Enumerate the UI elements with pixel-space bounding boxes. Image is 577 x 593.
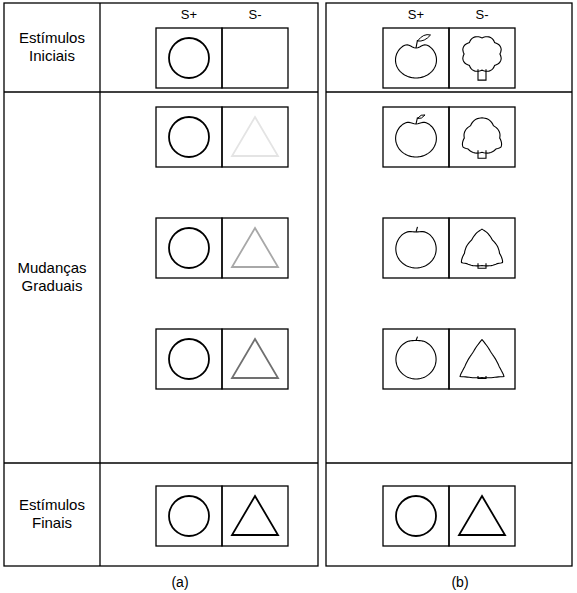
apple-outline xyxy=(396,45,437,78)
stimulus-cell xyxy=(222,28,288,88)
row-header: Estímulos Iniciais xyxy=(7,29,97,65)
stimulus-cell xyxy=(156,218,222,278)
triangle-stimulus xyxy=(232,117,278,156)
stimulus-cell xyxy=(449,28,515,88)
tree-crown xyxy=(461,229,502,266)
column-header: S- xyxy=(462,7,502,23)
row-header: Estímulos Finais xyxy=(7,496,97,532)
row-divider xyxy=(4,462,318,463)
triangle-stimulus xyxy=(232,496,278,535)
panel-caption: (a) xyxy=(160,574,200,591)
stimulus-cell xyxy=(383,218,449,278)
apple-stem xyxy=(416,337,418,341)
tree-crown xyxy=(462,118,501,153)
stimulus-cell xyxy=(449,329,515,389)
tree-trunk xyxy=(478,150,486,158)
column-header: S+ xyxy=(169,7,209,23)
row-divider xyxy=(326,91,572,92)
triangle-stimulus xyxy=(459,496,505,535)
tree-trunk xyxy=(478,263,486,268)
stimulus-cell xyxy=(222,107,288,167)
panel-caption: (b) xyxy=(440,574,480,591)
apple-leaf xyxy=(418,35,431,42)
stimulus-cell xyxy=(449,107,515,167)
row-header: Mudanças Graduais xyxy=(7,259,97,295)
apple-leaf xyxy=(418,115,426,119)
stimulus-cell xyxy=(156,107,222,167)
column-header: S+ xyxy=(396,7,436,23)
stimulus-cells xyxy=(156,28,515,546)
stimulus-cell xyxy=(449,486,515,546)
stimulus-cell xyxy=(222,486,288,546)
tree-crown xyxy=(460,340,504,378)
apple-outline xyxy=(396,232,436,268)
stimulus-cell xyxy=(383,107,449,167)
tree-crown xyxy=(463,37,501,72)
stimulus-cell xyxy=(383,28,449,88)
circle-stimulus xyxy=(169,228,209,268)
stimulus-cell xyxy=(383,486,449,546)
triangle-stimulus xyxy=(232,228,278,267)
circle-stimulus xyxy=(169,38,209,78)
header-divider xyxy=(99,3,100,566)
apple-outline xyxy=(396,122,437,157)
triangle-stimulus xyxy=(232,339,278,378)
circle-stimulus xyxy=(169,496,209,536)
stimulus-cell xyxy=(222,218,288,278)
stimulus-cell xyxy=(449,218,515,278)
stimulus-cell xyxy=(156,28,222,88)
row-divider xyxy=(4,91,318,92)
circle-stimulus xyxy=(169,117,209,157)
stimulus-cell xyxy=(156,486,222,546)
circle-stimulus xyxy=(169,339,209,379)
column-header: S- xyxy=(235,7,275,23)
row-divider xyxy=(326,462,572,463)
circle-stimulus xyxy=(396,496,436,536)
panel-frames xyxy=(4,3,572,566)
apple-outline xyxy=(396,341,436,380)
stimulus-cell xyxy=(383,329,449,389)
panel-a-frame xyxy=(4,3,318,566)
stimulus-cell xyxy=(156,329,222,389)
panel-b-frame xyxy=(326,3,572,566)
tree-trunk xyxy=(478,69,486,80)
tree-trunk xyxy=(478,376,486,379)
apple-stem xyxy=(416,227,418,232)
stimulus-cell xyxy=(222,329,288,389)
